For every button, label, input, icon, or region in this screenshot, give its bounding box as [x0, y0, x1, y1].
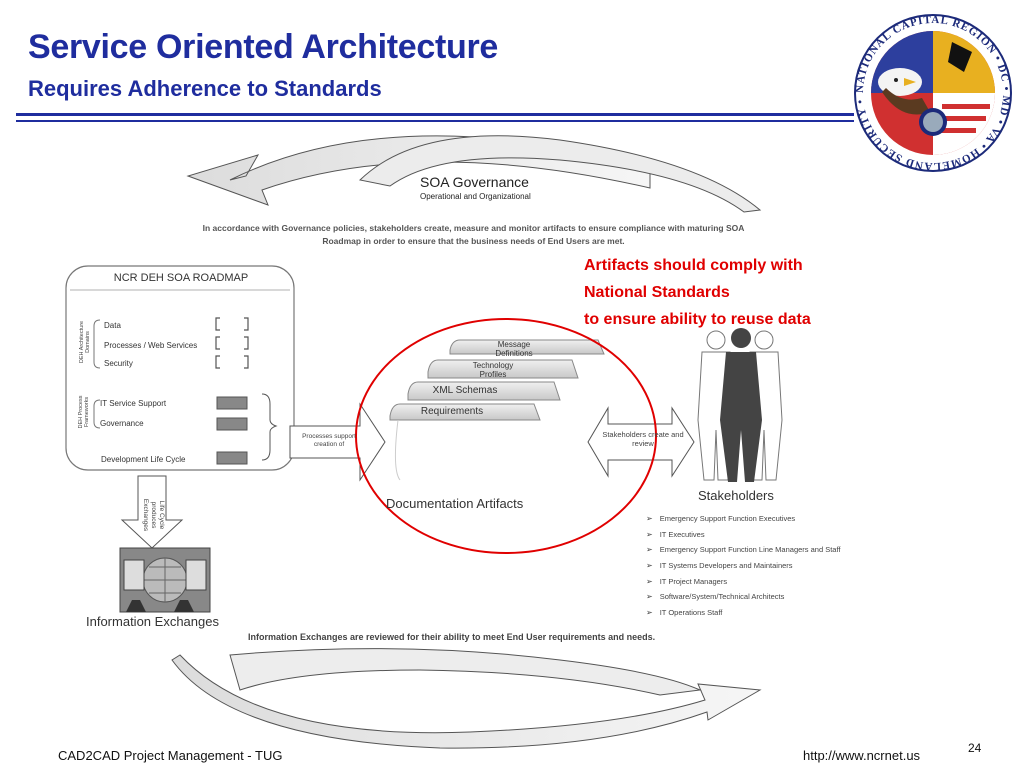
slide-subtitle: Requires Adherence to Standards [28, 76, 382, 101]
tab-message-definitions: Message Definitions [495, 340, 533, 358]
governance-cycle-arrow-right [358, 135, 762, 213]
arrow-bullet-icon: ➢ [646, 608, 653, 618]
list-item: ➢Emergency Support Function Executives [646, 514, 796, 523]
exchange-cycle-arrow-bottom [171, 654, 762, 749]
list-item: ➢Software/System/Technical Architects [646, 592, 785, 602]
roadmap-item-it-service: IT Service Support [100, 399, 167, 408]
footer-url[interactable]: http://www.ncrnet.us [803, 748, 921, 763]
tab-technology-profiles: Technology Profiles [472, 361, 514, 379]
exchange-cycle-arrow-bottom-inner [229, 648, 702, 696]
list-item: ➢IT Executives [646, 529, 705, 539]
stakeholder-figures-icon [697, 328, 783, 482]
page-number: 24 [968, 741, 982, 755]
lifecycle-arrow [120, 475, 184, 549]
artifact-tabs [389, 339, 605, 481]
standards-note: Artifacts should comply with National St… [584, 252, 811, 333]
footer-left: CAD2CAD Project Management - TUG [58, 748, 283, 763]
roadmap-box [65, 265, 295, 471]
governance-description: In accordance with Governance policies, … [202, 223, 745, 246]
list-item: ➢IT Project Managers [646, 576, 728, 586]
roadmap-item-security: Security [104, 359, 133, 368]
roadmap-item-lifecycle: Development Life Cycle [101, 455, 186, 464]
roadmap-item-governance: Governance [100, 419, 144, 428]
list-item: ➢IT Operations Staff [646, 608, 723, 618]
ncr-seal-logo: NATIONAL CAPITAL REGION • DC • MD • VA •… [854, 14, 1012, 172]
list-item: ➢Emergency Support Function Line Manager… [646, 545, 841, 555]
information-exchanges-icon [119, 547, 211, 613]
arrow-bullet-icon: ➢ [646, 529, 653, 539]
tab-xml-schemas: XML Schemas [432, 385, 498, 396]
roadmap-group2-label: DEH Process Frameworks [78, 395, 90, 429]
information-exchanges-description: Information Exchanges are reviewed for t… [248, 632, 656, 642]
arrow-bullet-icon: ➢ [646, 592, 653, 602]
roadmap-title: NCR DEH SOA ROADMAP [113, 272, 249, 284]
list-item: ➢IT Systems Developers and Maintainers [646, 561, 793, 571]
roadmap-item-processes: Processes / Web Services [104, 341, 198, 350]
arrow-bullet-icon: ➢ [646, 545, 653, 555]
stakeholders-list: ➢Emergency Support Function Executives ➢… [646, 514, 841, 624]
processes-arrow [289, 402, 386, 482]
stakeholders-arrow-label: Stakeholders create and review [602, 430, 684, 448]
arrow-bullet-icon: ➢ [646, 576, 653, 586]
title-rule-top [16, 113, 854, 116]
governance-subtitle: Operational and Organizational [420, 192, 531, 201]
standards-note-line1: Artifacts should comply with [584, 257, 803, 274]
stakeholders-title: Stakeholders [698, 488, 774, 503]
roadmap-item-data: Data [104, 321, 121, 330]
tab-requirements: Requirements [420, 406, 484, 417]
processes-arrow-label: Processes support creation of [302, 433, 356, 448]
information-exchanges-title: Information Exchanges [86, 614, 219, 629]
title-rule-bottom [16, 120, 854, 122]
governance-title: SOA Governance [420, 174, 529, 190]
artifacts-highlight-circle [355, 318, 657, 554]
arrow-bullet-icon: ➢ [646, 514, 653, 523]
slide-title: Service Oriented Architecture [28, 28, 499, 66]
documentation-artifacts-title: Documentation Artifacts [386, 496, 524, 511]
standards-note-line2: National Standards [584, 284, 730, 301]
arrow-bullet-icon: ➢ [646, 561, 653, 571]
roadmap-group1-label: DEH Architecture Domains [79, 320, 91, 364]
stakeholders-double-arrow [587, 406, 695, 478]
standards-note-line3: to ensure ability to reuse data [584, 311, 811, 328]
lifecycle-arrow-label: Life Cycle produces Exchanges [142, 498, 165, 532]
